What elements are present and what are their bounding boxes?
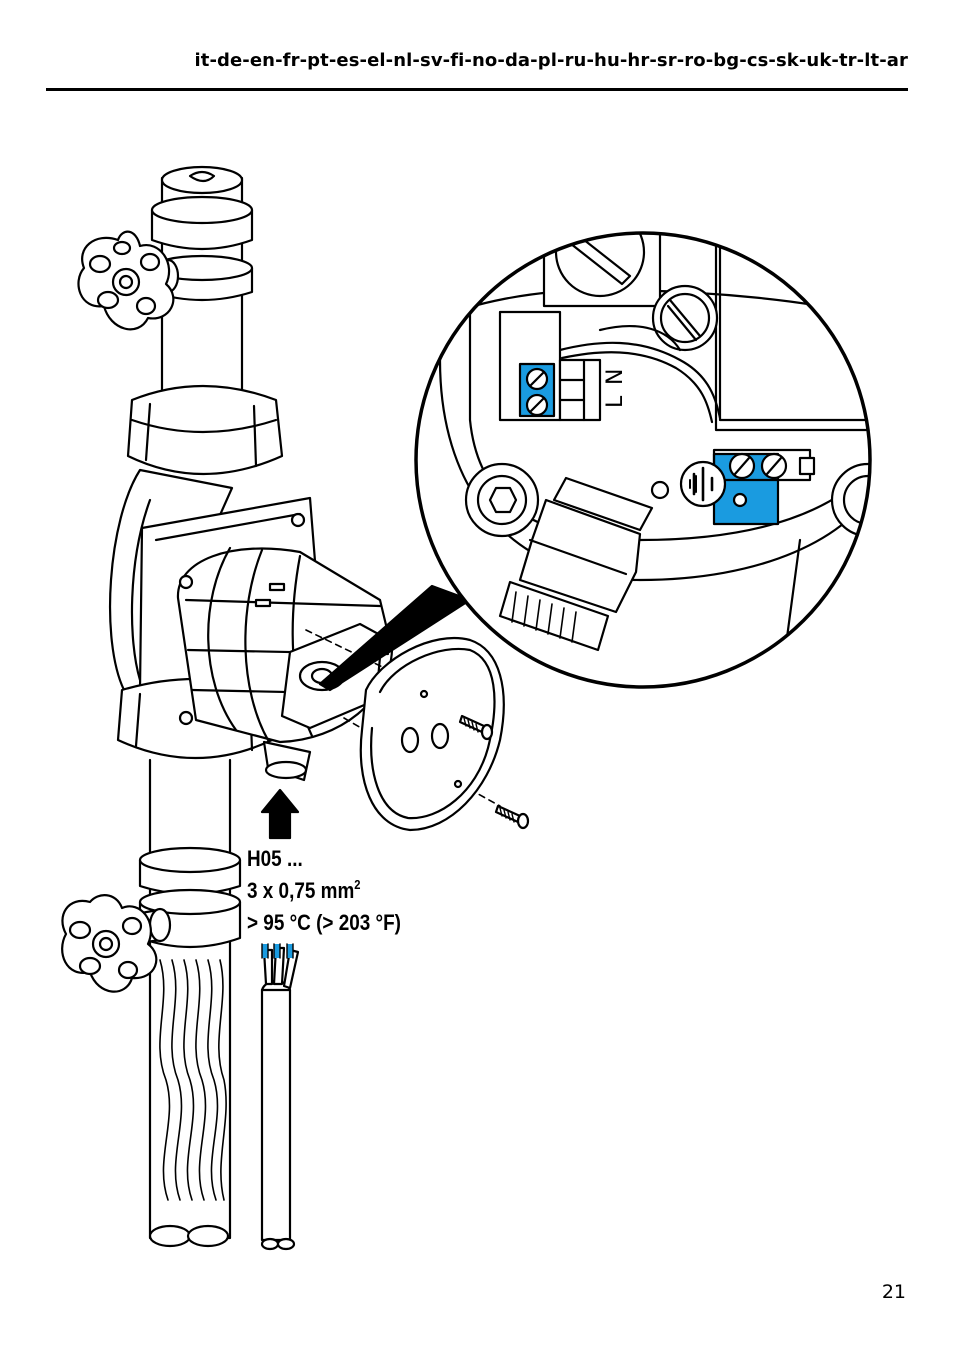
power-cable (260, 943, 300, 1251)
header-rule (46, 88, 908, 91)
lower-valve-handwheel-icon (61, 894, 172, 993)
terminal-label-n: N (603, 369, 628, 385)
terminal-label-l: L (603, 395, 628, 408)
cover-screw-icon (494, 804, 530, 830)
language-list: it-de-en-fr-pt-es-el-nl-sv-fi-no-da-pl-r… (194, 50, 908, 71)
terminal-cover (359, 637, 505, 832)
detail-circle-border (414, 231, 872, 689)
cover-screw-icon (458, 714, 494, 741)
cable-specification: H05 ... 3 x 0,75 mm2 > 95 °C (> 203 °F) (247, 843, 401, 939)
upper-pipe (150, 165, 254, 412)
cable-insert-arrow-icon (260, 788, 300, 840)
lower-pipe (138, 758, 242, 1248)
terminal-detail-view (416, 233, 870, 687)
cable-type: H05 ... (247, 846, 303, 871)
page-number: 21 (881, 1281, 906, 1303)
cable-temperature-rating: > 95 °C (> 203 °F) (247, 910, 401, 935)
upper-coupling-nut (126, 384, 284, 475)
upper-valve-handwheel-icon (77, 230, 180, 331)
cable-cross-section: 3 x 0,75 mm2 (247, 877, 361, 903)
